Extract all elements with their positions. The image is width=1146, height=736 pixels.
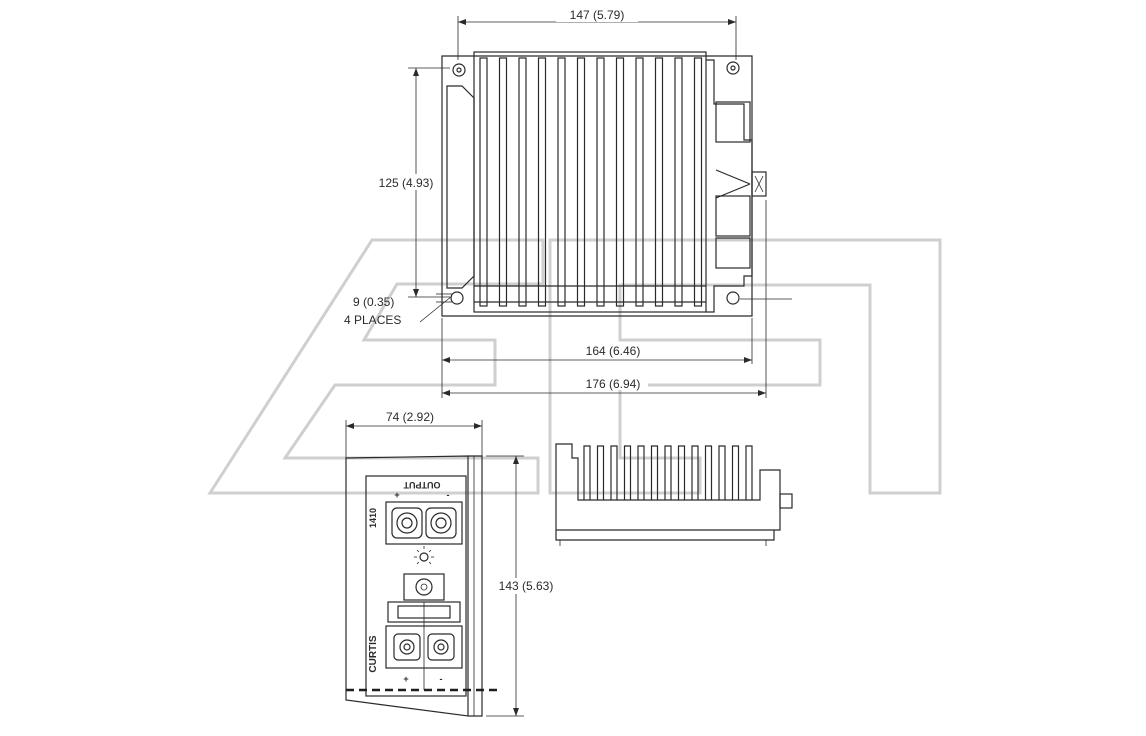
brand-logo: CURTIS [368,635,379,673]
side-fin [637,445,645,500]
dim-164: 164 (6.46) [441,318,753,398]
side-fin [704,445,713,500]
heatsink-fin [693,57,703,307]
heatsink-fins [479,57,703,307]
heatsink-fin [498,57,508,307]
mount-hole [726,61,740,75]
side-fin [623,445,632,500]
heatsink-fin [635,57,644,307]
dim-label-125: 125 (4.93) [379,176,434,190]
side-view [555,443,793,546]
heatsink-fin [654,57,664,307]
input-plus-label: + [403,674,408,684]
side-fin [677,445,686,500]
side-fin [610,445,618,500]
model-label: 1410 [368,508,378,528]
heatsink-fin [537,57,547,307]
input-minus-label: - [440,674,443,684]
heatsink-fin [479,57,488,307]
dim-176: 176 (6.94) [442,200,767,398]
heatsink-body [473,51,707,313]
dim-label-147: 147 (5.79) [570,8,625,22]
bolt-icon [391,507,423,539]
heatsink-fin [596,57,605,307]
dim-label-places: 4 PLACES [344,313,401,327]
left-flange [446,85,475,289]
side-fin [718,445,726,500]
bolt-icon [393,633,421,661]
adjust-knob [751,171,767,197]
side-fin [691,445,699,500]
connector-block [715,195,751,237]
side-heatsink-fins [583,445,753,500]
heatsink-fin [674,57,683,307]
side-fin [745,445,753,500]
dim-label-hole: 9 (0.35) [353,295,394,309]
adjust-plate [403,573,445,601]
bolt-icon [427,633,455,661]
connector-block [715,101,751,143]
output-terminals [385,501,463,545]
heatsink-fin [557,57,566,307]
output-minus-label: - [447,490,450,500]
front-panel [365,475,467,697]
dim-label-74: 74 (2.92) [386,410,434,424]
dim-label-176: 176 (6.94) [586,377,641,391]
heatsink-fin [615,57,625,307]
dim-143: 143 (5.63) [486,455,560,717]
side-fin [596,445,605,500]
heatsink-fin [518,57,527,307]
side-knob [779,493,793,509]
connector-housing [706,59,753,313]
dim-hole: 9 (0.35) 4 PLACES [344,293,453,327]
dim-74: 74 (2.92) [345,409,483,458]
side-fin [731,445,740,500]
adjust-knob-icon [415,578,433,596]
mount-hole [452,63,466,77]
top-view [441,51,792,317]
mount-hole [726,291,740,305]
status-light-icon [414,546,434,565]
mount-hole [450,291,464,305]
heatsink-fin [576,57,586,307]
side-fin [664,445,672,500]
connector-block [715,237,751,269]
dim-label-143: 143 (5.63) [499,579,554,593]
dim-147: 147 (5.79) [457,7,737,60]
dim-125: 125 (4.93) [372,67,450,298]
output-label: OUTPUT [403,480,441,490]
side-fin [650,445,659,500]
side-fin [583,445,591,500]
end-view: OUTPUT + - 1410 CURTIS + - [345,455,500,717]
dim-label-164: 164 (6.46) [586,344,641,358]
watermark-logo [207,238,942,495]
bolt-icon [425,507,457,539]
output-plus-label: + [394,490,399,500]
base-plate [441,55,753,317]
